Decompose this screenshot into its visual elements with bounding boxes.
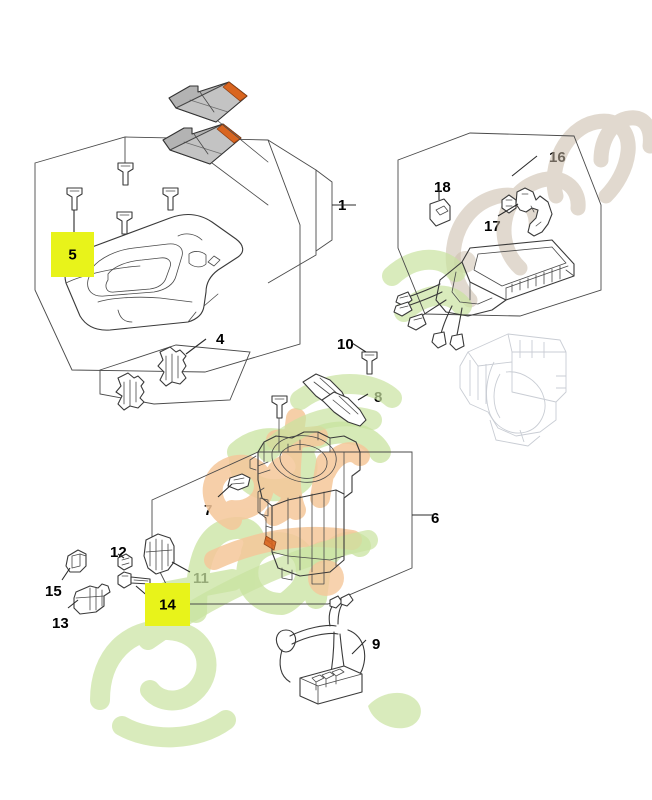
- part-7-grommet: [217, 473, 251, 498]
- highlight-label-5: 5: [68, 246, 77, 263]
- screw-icon: [162, 187, 179, 211]
- highlight-box-part-14[interactable]: 14: [145, 583, 190, 626]
- cover-screws: [66, 162, 179, 235]
- highlight-box-part-5[interactable]: 5: [51, 232, 94, 277]
- ghost-blower-housing: [459, 333, 567, 447]
- callout-label-10: 10: [337, 336, 354, 353]
- housing-screw: [271, 395, 327, 453]
- group-1-bracket: [267, 139, 356, 284]
- callout-label-15: 15: [45, 583, 62, 600]
- callout-label-4: 4: [216, 331, 225, 348]
- part-4-detail-box: [99, 338, 251, 411]
- highlight-label-14: 14: [159, 596, 176, 613]
- part-9-harness: [275, 593, 367, 705]
- screw-icon: [117, 162, 134, 186]
- callout-label-6: 6: [431, 510, 440, 527]
- airbox-harness: [393, 239, 575, 351]
- part-10-screw: [351, 342, 378, 375]
- screw-icon: [116, 211, 133, 235]
- part-12-bush: [117, 553, 133, 571]
- part-1-panels: [162, 81, 269, 206]
- group-16-outline: [397, 132, 602, 317]
- clip-icon: [157, 346, 187, 387]
- part-13-bracket: [67, 583, 111, 615]
- panel-lower: [162, 123, 242, 165]
- part-11-connector: [143, 533, 191, 575]
- part-18-grommet: [429, 190, 451, 227]
- screw-icon: [66, 187, 83, 211]
- part-15-retainer: [61, 549, 87, 581]
- part-8-wedges: [302, 373, 369, 427]
- clip-icon: [115, 372, 145, 411]
- panel-upper: [168, 81, 248, 123]
- part-6-housing: [249, 431, 361, 585]
- part-5-cover-shell: [64, 213, 244, 331]
- part-16-17-clamp: [497, 187, 553, 237]
- callout-label-13: 13: [52, 615, 69, 632]
